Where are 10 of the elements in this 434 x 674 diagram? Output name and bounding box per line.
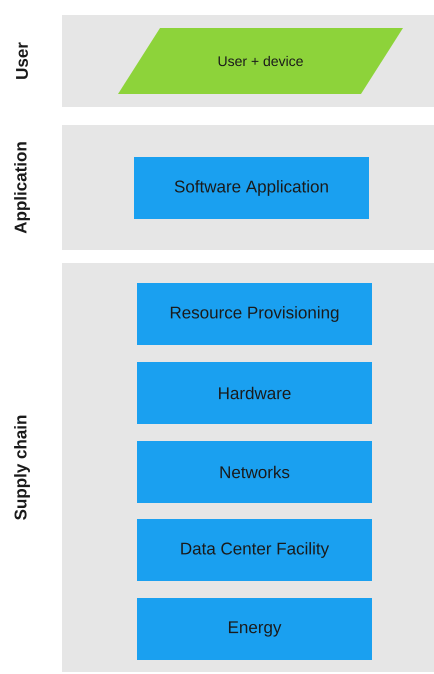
process-box: Data Center Facility [137,519,372,581]
process-box: Software Application [134,157,369,219]
process-box: Energy [137,598,372,660]
layer-label: User [16,42,28,79]
process-box: Networks [137,441,372,503]
process-box: Resource Provisioning [137,283,372,345]
layer-label: Supply chain [14,416,30,520]
layer-label: Application [14,142,30,234]
parallelogram: User + device [118,28,403,94]
process-box: Hardware [137,362,372,424]
